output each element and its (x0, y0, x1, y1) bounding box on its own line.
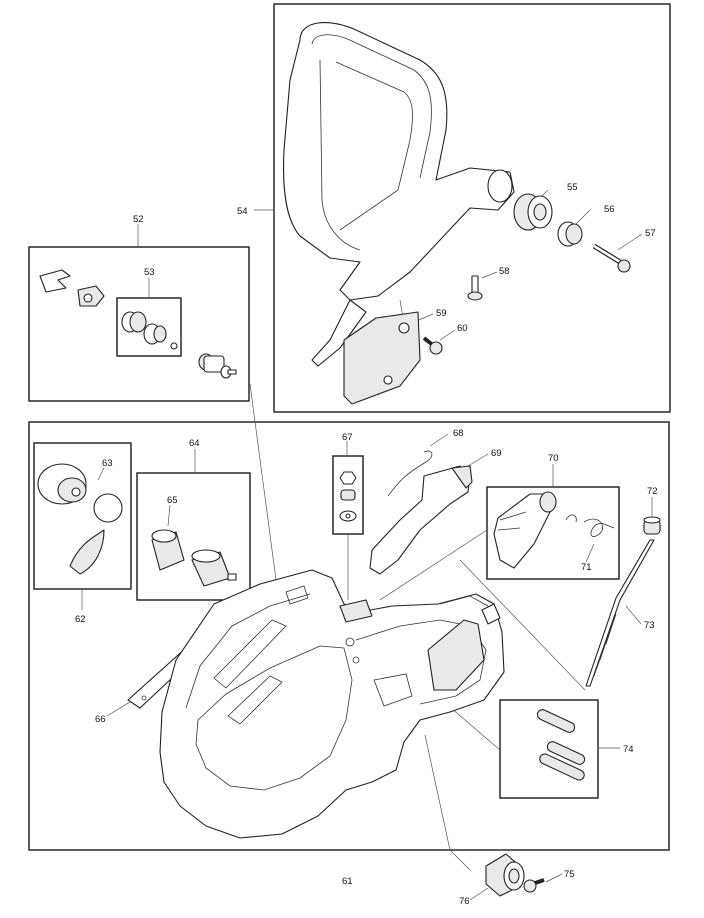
throttle-lever-part-69 (369, 450, 473, 575)
filter-set-part-64 (151, 529, 237, 587)
bumper-part-76 (485, 853, 525, 897)
bolt-part-57 (592, 243, 631, 273)
screw-part-75 (523, 878, 545, 893)
callout-61: 61 (342, 876, 353, 887)
callout-74: 74 (623, 744, 634, 755)
screw-part-60 (422, 336, 443, 355)
filter-part-52 (198, 353, 237, 379)
callout-53: 53 (144, 267, 155, 278)
callout-59: 59 (436, 308, 447, 319)
part-62-frame (33, 442, 132, 590)
callout-57: 57 (645, 228, 656, 239)
tension-screw-part-73 (585, 539, 655, 687)
front-handle-part-54 (283, 22, 515, 367)
callout-63: 63 (102, 458, 113, 469)
callout-52: 52 (133, 214, 144, 225)
washer-part-56 (557, 221, 583, 247)
callout-70: 70 (548, 453, 559, 464)
lock-assembly-part-70 (493, 491, 615, 569)
small-parts-part-67 (339, 471, 357, 522)
callout-72: 72 (647, 486, 658, 497)
pin-set-part-74 (536, 709, 586, 781)
bracket-plate-part-59 (343, 311, 421, 405)
callout-67: 67 (342, 432, 353, 443)
rubber-mount-part-55 (513, 193, 553, 231)
callout-71: 71 (581, 562, 592, 573)
cap-part-62 (37, 463, 123, 575)
callout-66: 66 (95, 714, 106, 725)
part-74-frame (499, 699, 599, 799)
adjuster-part-72 (643, 516, 661, 535)
seal-ring-part-63 (93, 493, 123, 523)
clip-part-52 (39, 269, 105, 307)
callout-75: 75 (564, 869, 575, 880)
callout-73: 73 (644, 620, 655, 631)
callout-55: 55 (567, 182, 578, 193)
handle-assembly-frame (273, 3, 671, 413)
callout-58: 58 (499, 266, 510, 277)
screw-part-58 (467, 275, 483, 301)
callout-60: 60 (457, 323, 468, 334)
callout-56: 56 (604, 204, 615, 215)
part-64-frame (136, 472, 251, 601)
callout-54: 54 (237, 206, 248, 217)
callout-76: 76 (459, 896, 470, 907)
cylinder-set-part-53 (121, 311, 178, 350)
callout-labels: 52 53 54 55 56 57 58 59 60 61 62 63 64 6… (75, 182, 658, 907)
callout-64: 64 (189, 438, 200, 449)
part-52-frame (28, 246, 250, 402)
bracket-hole-icon (398, 322, 410, 334)
housing-assembly-frame (28, 421, 670, 851)
callout-62: 62 (75, 614, 86, 625)
bracket-hole-icon (383, 375, 393, 385)
main-housing-part-61 (159, 569, 505, 839)
callout-65: 65 (167, 495, 178, 506)
callout-69: 69 (491, 448, 502, 459)
callout-68: 68 (453, 428, 464, 439)
